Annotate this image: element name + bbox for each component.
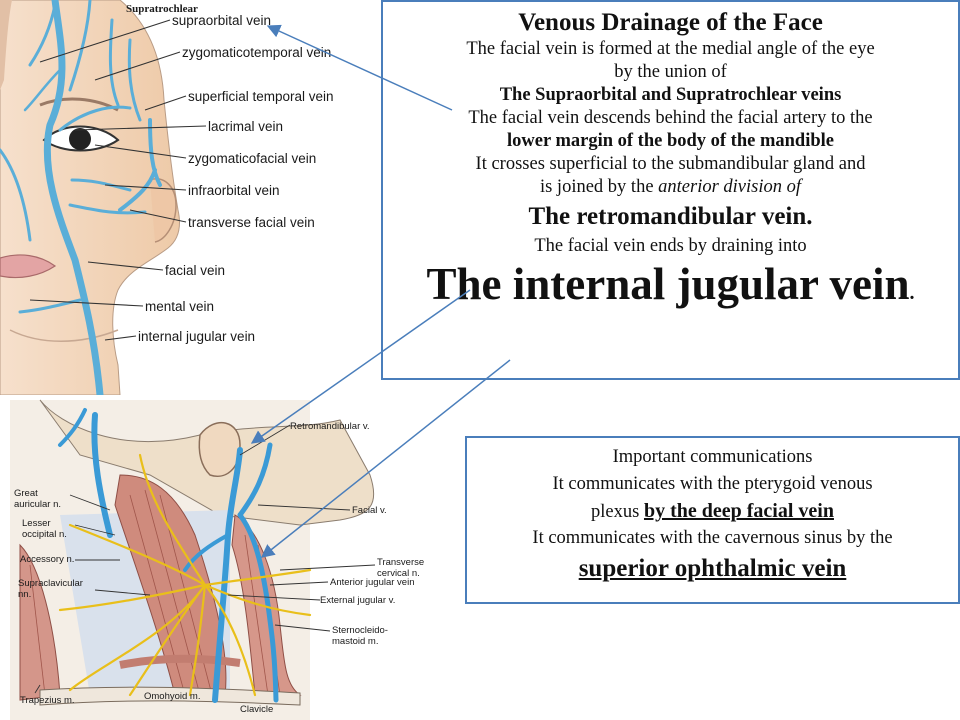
ear-icon (198, 421, 241, 477)
venous-drainage-box: Venous Drainage of the Face The facial v… (381, 0, 960, 380)
label-internal-jugular-vein: internal jugular vein (138, 329, 256, 344)
box-line-7-a: is joined by the (539, 177, 659, 197)
box-line-1: The facial vein is formed at the medial … (466, 39, 875, 59)
comm-line-3: It communicates with the cavernous sinus… (532, 528, 893, 548)
label-accessory-n: Accessory n. (20, 554, 75, 565)
label-external-jugular-v: External jugular v. (320, 595, 396, 606)
corner-label: Supratrochlear (126, 3, 198, 15)
box-line-4: The facial vein descends behind the faci… (468, 108, 873, 128)
lips-icon (0, 254, 57, 279)
label-supraclavicular-nn: Supraclavicular nn. (18, 578, 83, 600)
box-line-10-text: The internal jugular vein (426, 259, 910, 309)
comm-line-2-b: by the deep facial vein (643, 500, 834, 522)
label-omohyoid-m: Omohyoid m. (144, 691, 201, 702)
box-line-9: The facial vein ends by draining into (534, 236, 807, 256)
label-great-auricular-n: Great auricular n. (14, 488, 61, 510)
label-supraorbital-vein: supraorbital vein (172, 13, 272, 28)
label-sternocleidomastoid-m: Sternocleido- mastoid m. (332, 625, 388, 647)
comm-line-2: plexus by the deep facial vein (467, 500, 958, 524)
box-line-3: The Supraorbital and Supratrochlear vein… (499, 85, 842, 105)
label-superficial-temporal-vein: superficial temporal vein (188, 89, 334, 104)
label-mental-vein: mental vein (145, 299, 215, 314)
label-zygomaticofacial-vein: zygomaticofacial vein (188, 151, 317, 166)
comm-line-1: It communicates with the pterygoid venou… (552, 474, 873, 494)
label-zygomaticotemporal-vein: zygomaticotemporal vein (182, 45, 332, 60)
neck-illustration (10, 399, 376, 720)
label-infraorbital-vein: infraorbital vein (188, 183, 280, 198)
box-line-6: It crosses superficial to the submandibu… (475, 154, 866, 174)
box-line-5: lower margin of the body of the mandible (506, 131, 834, 151)
label-trapezius-m: Trapezius m. (20, 695, 75, 706)
label-clavicle: Clavicle (240, 704, 274, 715)
label-facial-vein: facial vein (165, 263, 226, 278)
box-title: Venous Drainage of the Face (518, 9, 823, 36)
label-retromandibular-v: Retromandibular v. (290, 421, 370, 432)
label-transverse-cervical-n: Transverse cervical n. (377, 557, 425, 579)
box-line-7-b: anterior division of (658, 177, 802, 197)
label-facial-v: Facial v. (352, 505, 387, 516)
comm-title: Important communications (612, 447, 813, 467)
box-line-10: The internal jugular vein. (383, 258, 958, 319)
face-diagram: Supratrochlear supraorbital vein zygomat… (0, 0, 380, 395)
box-line-7: is joined by the anterior division of (383, 176, 958, 199)
label-anterior-jugular-vein: Anterior jugular vein (330, 577, 415, 588)
neck-diagram: Retromandibular v. Facial v. Transverse … (0, 395, 465, 720)
face-illustration (0, 0, 207, 395)
communications-box: Important communications It communicates… (465, 436, 960, 604)
box-line-10-end: . (909, 282, 915, 304)
label-lacrimal-vein: lacrimal vein (208, 119, 284, 134)
label-transverse-facial-vein: transverse facial vein (188, 215, 315, 230)
box-line-2: by the union of (614, 62, 727, 82)
box-line-8: The retromandibular vein. (528, 203, 813, 230)
comm-line-4: superior ophthalmic vein (578, 555, 847, 582)
label-lesser-occipital-n: Lesser occipital n. (22, 518, 67, 540)
comm-line-2-a: plexus (591, 502, 644, 522)
